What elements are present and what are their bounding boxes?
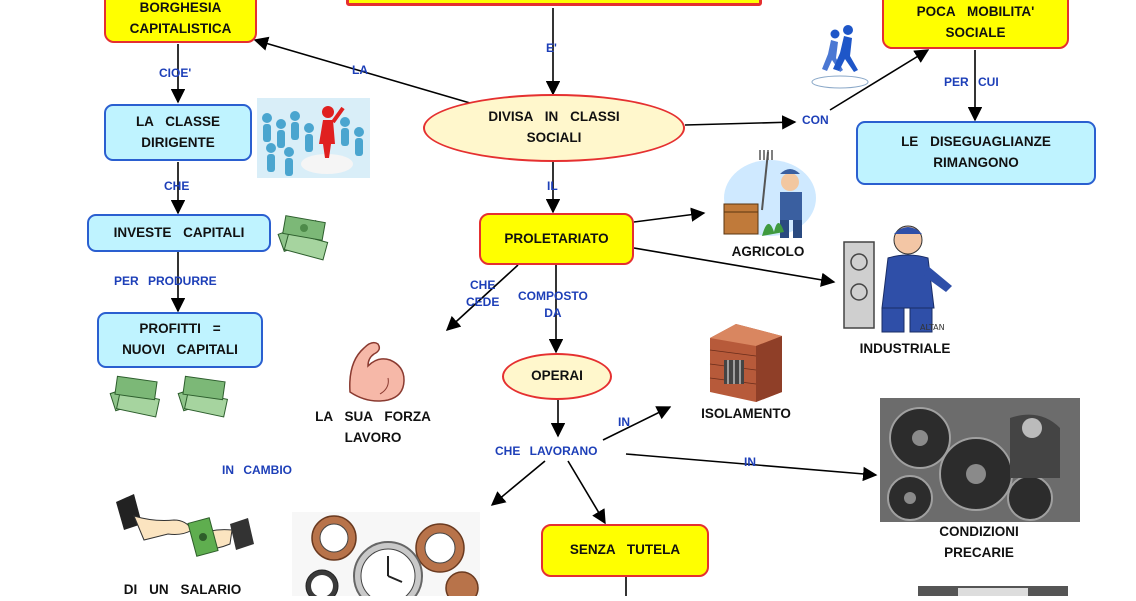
link-per-cui: PER CUI [944, 75, 999, 89]
link-la: LA [352, 63, 368, 77]
caption-condizioni: CONDIZIONI PRECARIE [939, 524, 1019, 560]
runners-icon [811, 25, 869, 89]
money-stack-icon [277, 215, 329, 261]
caption-forza-lavoro: LA SUA FORZA LAVORO [315, 409, 431, 445]
node-diseguaglianze: LE DISEGUAGLIANZE RIMANGONO [856, 121, 1096, 185]
link-in-cambio: IN CAMBIO [222, 463, 292, 477]
money-stack-icon-3 [177, 375, 229, 418]
protest-photo-icon [918, 586, 1068, 596]
link-e: E' [546, 41, 557, 55]
link-in-isolamento: IN [618, 415, 630, 429]
title-node [346, 0, 762, 6]
node-borghesia: BORGHESIA CAPITALISTICA [104, 0, 257, 43]
clocks-gears-icon [292, 512, 480, 596]
node-poca-mobilita: POCA MOBILITA' SOCIALE [882, 0, 1069, 49]
machinery-photo-icon [880, 398, 1080, 522]
crowd-leader-icon [257, 98, 370, 178]
caption-industriale: INDUSTRIALE [859, 341, 951, 356]
farmer-icon [723, 150, 816, 238]
node-classe-dirigente: LA CLASSE DIRIGENTE [104, 104, 252, 161]
caption-salario: DI UN SALARIO [123, 582, 242, 597]
link-cioe: CIOE' [159, 66, 192, 80]
link-composto-da: COMPOSTO DA [518, 289, 588, 321]
caption-agricolo: AGRICOLO [731, 244, 805, 259]
link-con: CON [802, 113, 829, 127]
node-investe-capitali: INVESTE CAPITALI [87, 214, 271, 252]
caption-isolamento: ISOLAMENTO [701, 406, 791, 421]
link-che-cede: CHE CEDE [466, 278, 500, 310]
money-stack-icon-2 [109, 375, 161, 418]
node-profitti: PROFITTI = NUOVI CAPITALI [97, 312, 263, 368]
brick-wall-icon [709, 324, 782, 402]
link-che: CHE [164, 179, 190, 193]
link-per-produrre: PER PRODURRE [114, 274, 217, 288]
industrial-worker-icon: ALTAN [843, 225, 952, 333]
node-senza-tutela: SENZA TUTELA [541, 524, 709, 577]
flexed-arm-icon [349, 341, 405, 402]
svg-text:ALTAN: ALTAN [920, 323, 945, 332]
node-proletariato: PROLETARIATO [479, 213, 634, 265]
link-in-condizioni: IN [744, 455, 756, 469]
link-che-lavorano: CHE LAVORANO [495, 444, 598, 458]
link-il: IL [547, 179, 558, 193]
node-divisa: DIVISA IN CLASSI SOCIALI [423, 94, 685, 162]
money-handshake-icon [116, 494, 254, 557]
node-operai: OPERAI [502, 353, 612, 400]
